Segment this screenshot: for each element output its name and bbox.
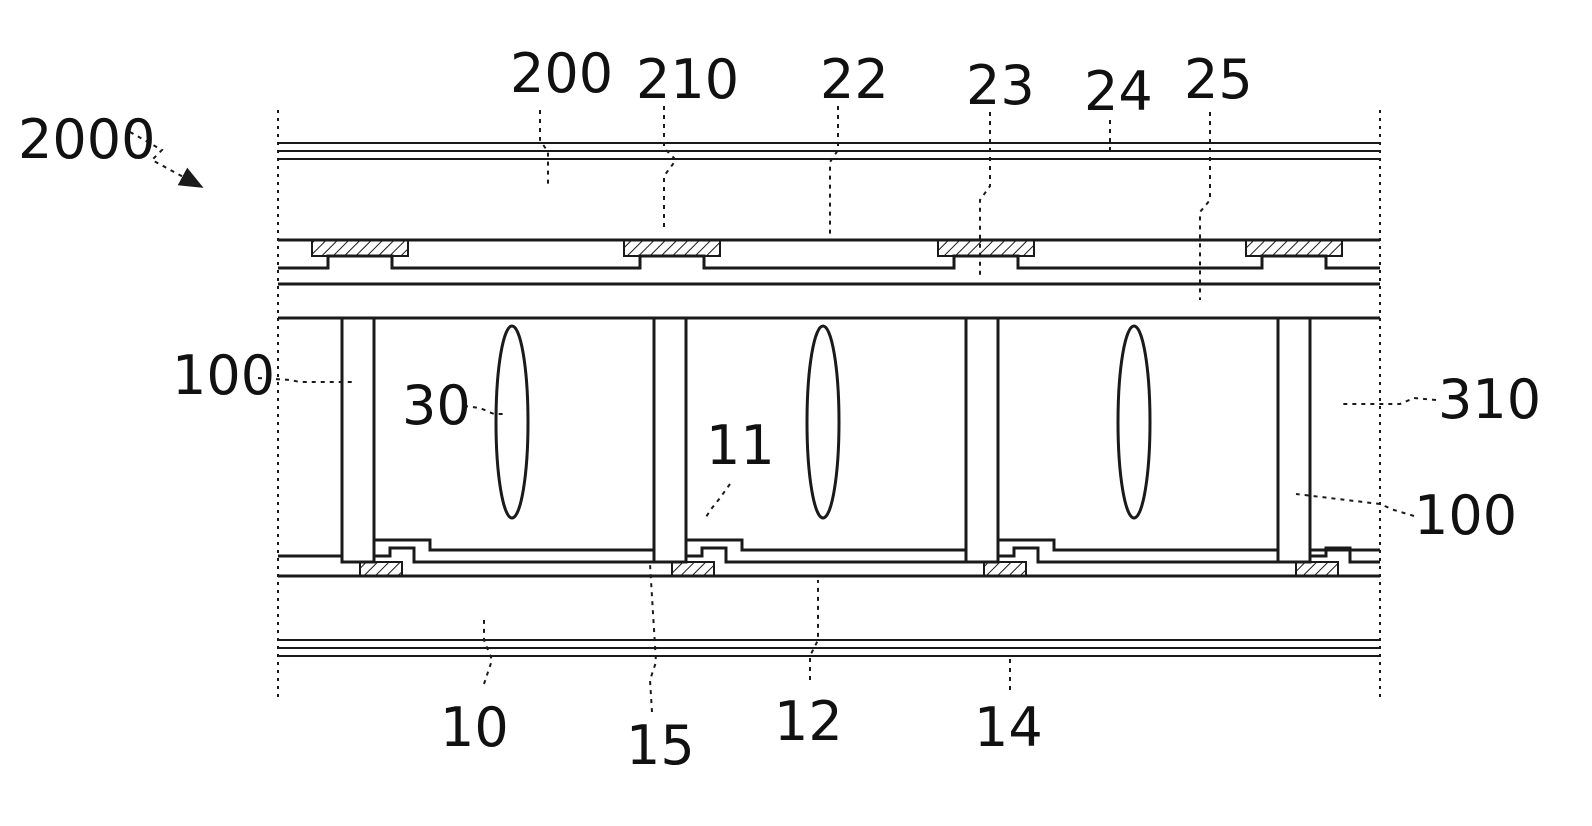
label-14: 14 [974, 696, 1043, 759]
label-11: 11 [706, 414, 775, 477]
label-25: 25 [1184, 48, 1253, 111]
label-310: 310 [1438, 368, 1541, 431]
label-24: 24 [1084, 60, 1153, 123]
label-100-right: 100 [1414, 484, 1517, 547]
label-210: 210 [636, 48, 739, 111]
label-23: 23 [966, 54, 1035, 117]
label-22: 22 [820, 48, 889, 111]
liquid-crystal-molecules-30 [496, 326, 1150, 518]
switching-elements-11 [360, 562, 1338, 576]
label-30: 30 [402, 374, 471, 437]
lower-substrate-stack [278, 540, 1380, 656]
reference-labels: 2000 200 210 22 23 24 25 100 30 11 310 1… [18, 42, 1541, 777]
label-15: 15 [626, 714, 695, 777]
label-200: 200 [510, 42, 613, 105]
label-100-left: 100 [172, 344, 275, 407]
spacer-walls-100 [342, 318, 1310, 562]
label-12: 12 [774, 690, 843, 753]
leader-lines [130, 106, 1436, 712]
label-2000: 2000 [18, 108, 155, 171]
label-10: 10 [440, 696, 509, 759]
black-matrix-210 [312, 240, 1342, 256]
